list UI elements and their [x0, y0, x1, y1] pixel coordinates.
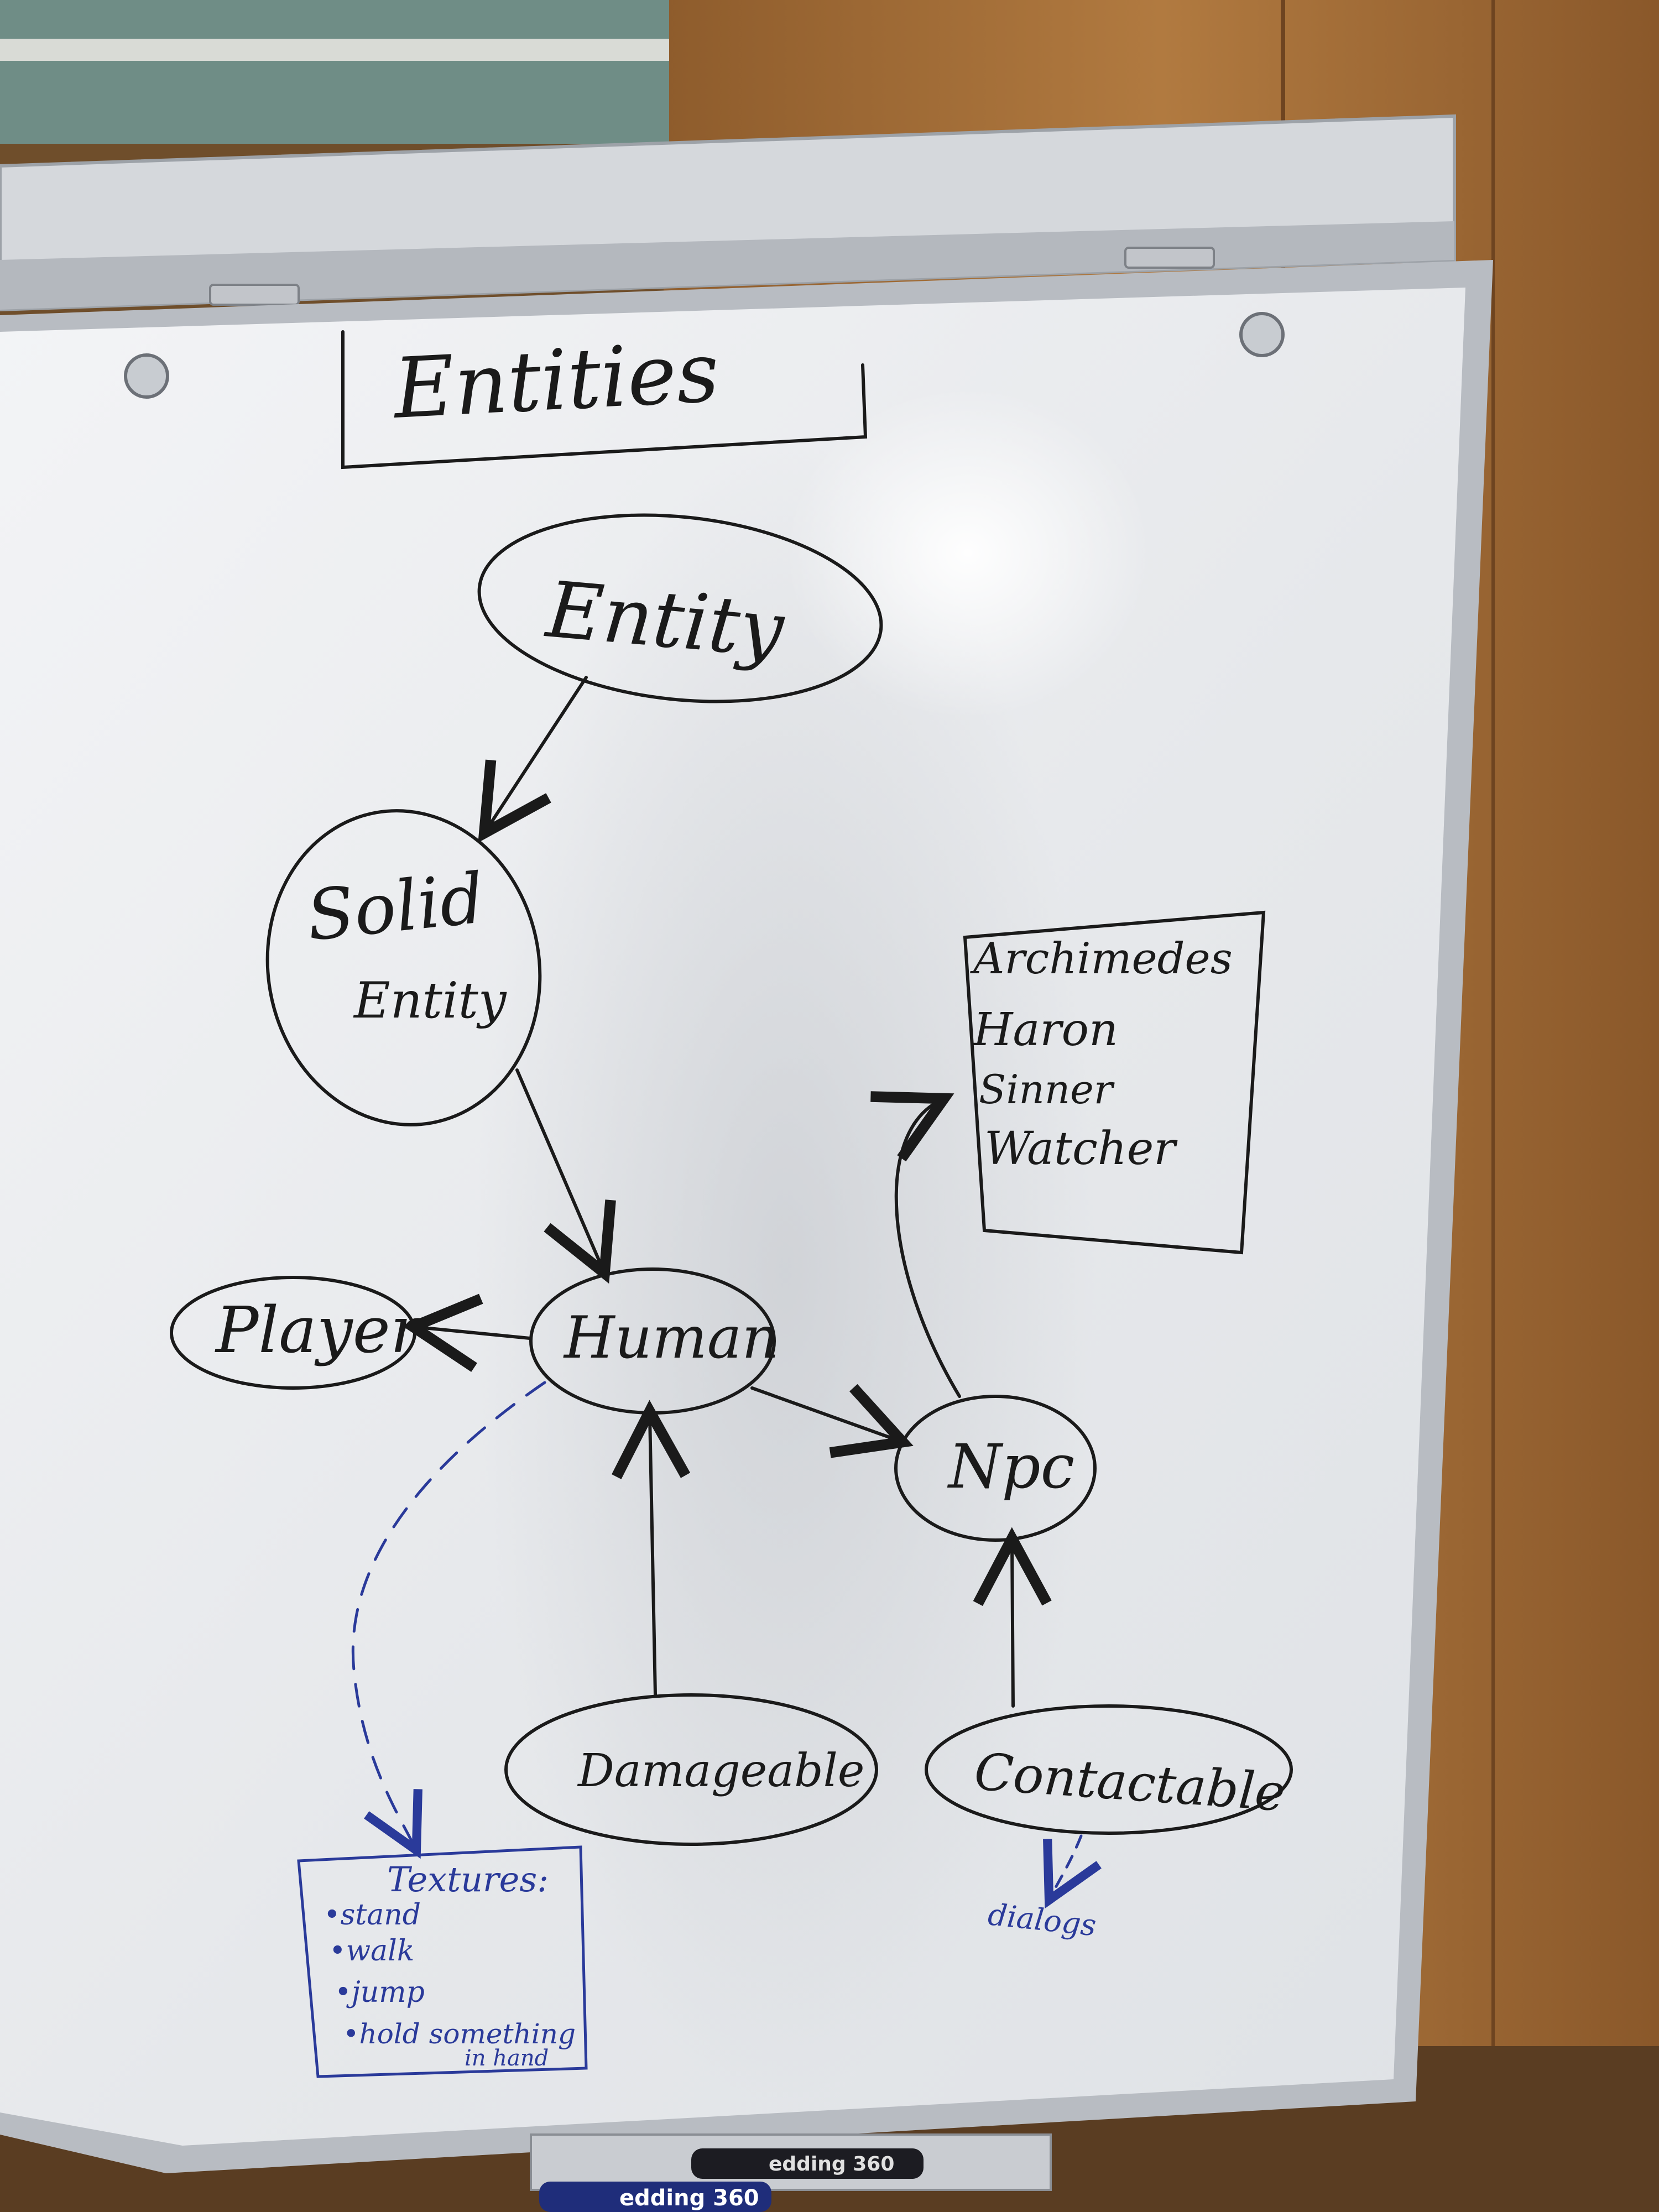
window-frame — [0, 39, 669, 61]
marker-right — [691, 2148, 924, 2179]
textures-item-extra: in hand — [465, 2046, 549, 2071]
screw-left — [124, 353, 169, 399]
textures-item-2: •walk — [329, 1934, 414, 1968]
textures-item-1: •stand — [324, 1898, 421, 1932]
hinge-left — [209, 284, 300, 306]
node-entity-shape — [477, 513, 883, 703]
node-solid-entity-shape — [265, 809, 542, 1126]
hinge-right — [1124, 247, 1215, 269]
arrow-solid-to-human — [515, 1068, 616, 1284]
textures-item-3: •jump — [335, 1976, 425, 2009]
node-damageable-label: Damageable — [577, 1745, 864, 1797]
top-rail-shade — [0, 221, 1454, 310]
npc-list-box — [963, 910, 1266, 1255]
window-top-left — [0, 0, 669, 144]
node-contactable-shape — [925, 1704, 1293, 1835]
dashed-arrow-human-to-textures — [351, 1381, 546, 1859]
marker-right-label: edding 360 — [769, 2153, 894, 2176]
npc-list-item-3: Sinner — [979, 1066, 1115, 1113]
npc-list-item-4: Watcher — [984, 1123, 1178, 1175]
arrow-entity-to-solid — [478, 676, 588, 843]
textures-item-4: •hold something — [343, 2018, 576, 2050]
npc-list-item-1: Archimedes — [970, 934, 1233, 984]
node-entity-label: Entity — [541, 565, 788, 675]
textures-title: Textures: — [387, 1859, 549, 1900]
node-player-label: Player — [215, 1293, 424, 1368]
node-human-label: Human — [563, 1304, 779, 1371]
board-title: Entities — [390, 324, 722, 437]
arrow-npc-to-list — [870, 1091, 961, 1398]
node-solid-label-1: Solid — [303, 858, 488, 957]
window-glare — [785, 387, 1150, 719]
diagram-blue-ink — [297, 1381, 1102, 2078]
arrow-contactable-to-npc — [973, 1527, 1052, 1708]
node-npc-label: Npc — [947, 1431, 1074, 1502]
arrow-human-to-npc — [750, 1384, 914, 1458]
marker-left — [539, 2182, 771, 2212]
arrow-human-to-player — [401, 1293, 531, 1372]
textures-box — [297, 1845, 588, 2078]
dashed-arrow-contactable-to-dialogs — [1043, 1834, 1102, 1909]
npc-list-item-2: Haron — [972, 1004, 1118, 1056]
screw-right — [1239, 312, 1285, 357]
title-box — [341, 330, 868, 469]
diagram-ink — [170, 330, 1293, 1846]
photographer-shadow — [476, 442, 1095, 2101]
arrow-damageable-to-human — [612, 1400, 691, 1697]
marker-left-label: edding 360 — [619, 2185, 759, 2211]
node-damageable-shape — [504, 1693, 878, 1846]
node-solid-label-2: Entity — [353, 972, 507, 1030]
